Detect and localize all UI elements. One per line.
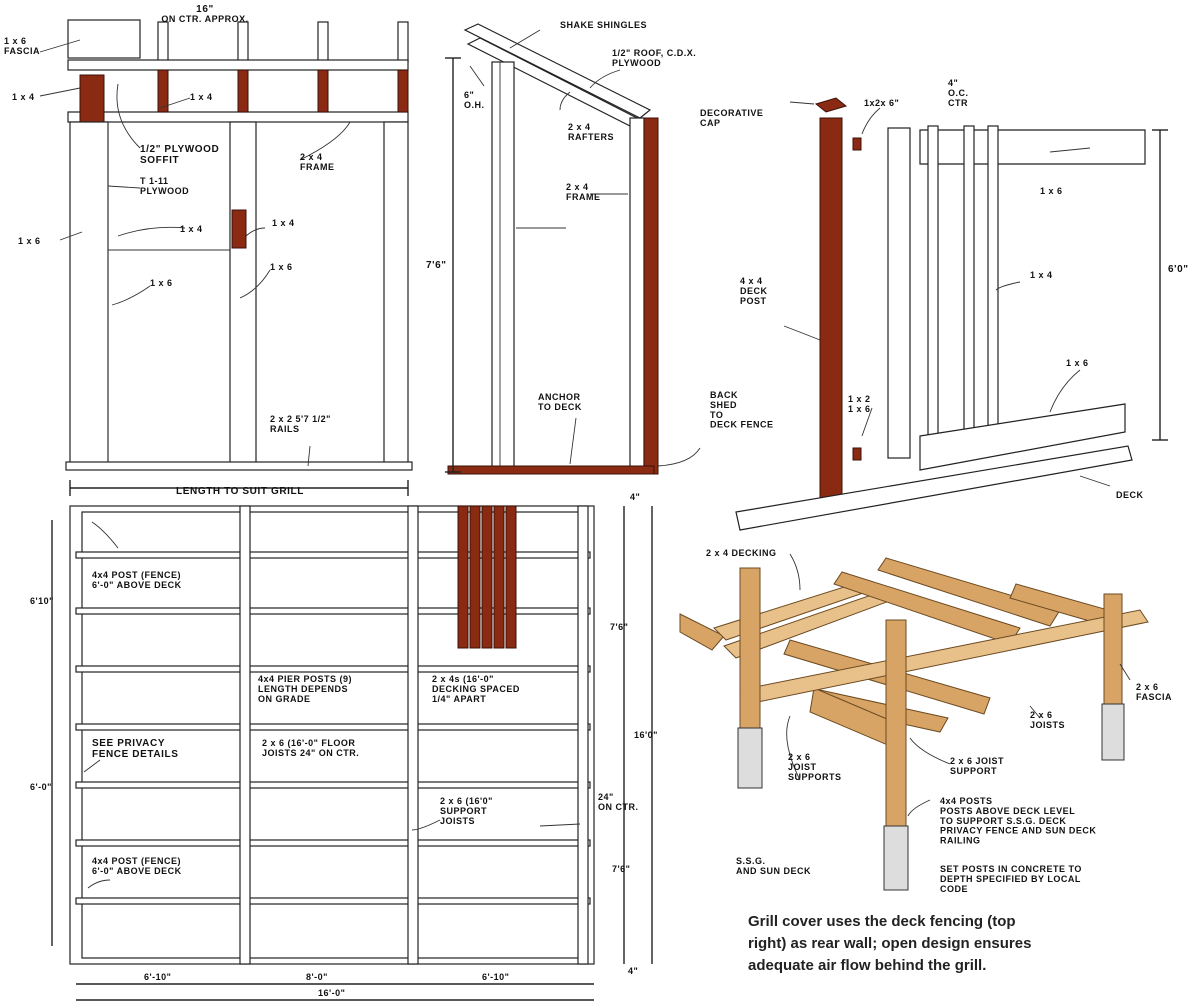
label-1x4-b: 1 x 4 [272,218,295,228]
label-seg-1: 6'-10" [144,972,171,982]
deck-plan [51,505,653,1001]
front-elevation [39,19,413,496]
label-1x6-a: 1 x 6 [150,278,173,288]
label-post-fence-2: 4x4 POST (FENCE)6'-0" ABOVE DECK [92,856,182,876]
label-total: 16'-0" [318,988,345,998]
decking-sample [457,505,517,649]
label-seg-2: 8'-0" [306,972,328,982]
label-fence-1x4: 1 x 4 [1030,270,1053,280]
label-roof: 1/2" ROOF, C.D.X.PLYWOOD [612,48,696,68]
support-beams [239,505,589,965]
post-left [739,567,761,729]
label-3d-ssg: S.S.G.AND SUN DECK [736,856,811,876]
label-fence-1x6-top: 1 x 6 [1040,186,1063,196]
label-length: LENGTH TO SUIT GRILL [176,486,304,497]
label-1x6-b: 1 x 6 [270,262,293,272]
label-seg-3: 6'-10" [482,972,509,982]
deck-post [819,117,843,509]
fence-detail [735,97,1168,531]
label-1x6-left: 1 x 6 [18,236,41,246]
label-dim-6-10: 6'10" [30,596,54,606]
deck-framing-3d [679,553,1149,891]
post-front [885,619,907,827]
label-fence-spacing: 4"O.C.CTR [948,78,969,108]
label-dim-7-6b: 7'6" [612,864,630,874]
label-rails: 2 x 2 5'7 1/2"RAILS [270,414,331,434]
caption-line-1: Grill cover uses the deck fencing (top [748,913,1016,930]
label-dim-7-6: 7'6" [610,622,628,632]
label-post-fence-1: 4x4 POST (FENCE)6'-0" ABOVE DECK [92,570,182,590]
label-spacing: 16" [196,4,214,15]
post-right [1103,593,1123,705]
label-on-ctr: 24"ON CTR. [598,792,639,812]
label-overhang: 6"O.H. [464,90,485,110]
label-3d-decking: 2 x 4 DECKING [706,548,777,558]
label-deck: DECK [1116,490,1144,500]
fascia-board [679,613,725,651]
label-fence-height: 6'0" [1168,264,1189,275]
label-height: 7'6" [426,260,447,271]
label-shingles: SHAKE SHINGLES [560,20,647,30]
label-dim-top: 4" [630,492,640,502]
caption-line-3: adequate air flow behind the grill. [748,957,986,974]
label-spacing-note: ON CTR. APPROX. [161,14,248,24]
label-fence-1x6-bot: 1 x 6 [1066,358,1089,368]
label-1x4-top: 1 x 4 [12,92,35,102]
label-cap-size: 1x2x 6" [864,98,899,108]
label-dim-16-0: 16'0" [634,730,658,740]
back-wall-edge [643,117,659,475]
label-1x4-mid: 1 x 4 [190,92,213,102]
label-dim-bot: 4" [628,966,638,976]
side-elevation [445,23,701,475]
decorative-cap [814,97,848,113]
label-dim-6-0: 6'-0" [30,782,52,792]
caption-line-2: right) as rear wall; open design ensures [748,935,1031,952]
fascia-box [67,19,141,59]
joists [75,551,591,905]
label-1x4-a: 1 x 4 [180,224,203,234]
